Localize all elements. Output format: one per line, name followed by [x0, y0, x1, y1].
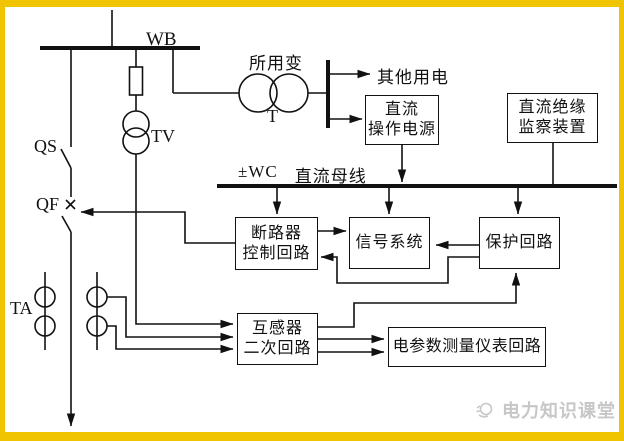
label-ta: TA [10, 298, 33, 318]
watermark-text: 电力知识课堂 [502, 401, 616, 421]
ct-secondary-symbol [86, 272, 108, 350]
ct-lead-upper [107, 296, 234, 342]
box-protection: 保护回路 [479, 217, 560, 269]
label-qs: QS [34, 136, 58, 156]
watermark-logo-icon [476, 402, 493, 418]
qf-breaker-symbol [61, 199, 76, 233]
box-signal-system: 信号系统 [349, 217, 430, 269]
box-dc-operating-power-line2: 操作电源 [367, 121, 436, 138]
box-measurement: 电参数测量仪表回路 [388, 327, 546, 367]
box-protection-line1: 保护回路 [485, 234, 554, 252]
label-station-transformer: 所用变 [249, 54, 303, 73]
label-tv: TV [151, 126, 175, 146]
dc-busbar-label: ±WC 直流母线 [238, 162, 367, 187]
box-transformer-secondary-line2: 二次回路 [243, 340, 312, 357]
box-breaker-control-line1: 断路器 [250, 224, 302, 242]
qs-disconnector-blade [60, 148, 72, 169]
tv-branch [122, 50, 234, 329]
watermark: 电力知识课堂 [474, 397, 616, 423]
dc-busbar-code: ±WC [238, 162, 278, 181]
box-breaker-control: 断路器 控制回路 [235, 217, 318, 270]
label-wb: WB [146, 29, 177, 50]
box-dc-insulation-monitor-line1: 直流绝缘 [518, 99, 587, 117]
breaker-trip-line [80, 207, 235, 244]
label-qf: QF [36, 194, 60, 214]
box-transformer-secondary-line1: 互感器 [251, 320, 303, 338]
station-transformer-branch [172, 50, 326, 113]
box-transformer-secondary: 互感器 二次回路 [237, 313, 318, 365]
ta-symbol [34, 272, 56, 350]
ct-lead-lower [107, 325, 234, 354]
protection-to-control-line [320, 252, 479, 284]
box-signal-system-line1: 信号系统 [355, 234, 424, 252]
tv-symbol [122, 110, 150, 155]
box-breaker-control-line2: 控制回路 [242, 244, 311, 262]
fuse-symbol [128, 66, 144, 96]
box-measurement-line1: 电参数测量仪表回路 [392, 338, 542, 356]
box-dc-operating-power: 直流 操作电源 [365, 95, 439, 145]
label-t: T [267, 106, 278, 126]
box-dc-operating-power-line1: 直流 [384, 101, 419, 119]
box-dc-insulation-monitor: 直流绝缘 监察装置 [507, 93, 598, 143]
label-other-loads: 其他用电 [377, 68, 449, 87]
tv-secondary-line [135, 154, 234, 329]
dc-busbar-name: 直流母线 [294, 167, 367, 186]
box-dc-insulation-monitor-line2: 监察装置 [518, 119, 587, 136]
secondary-to-protection-line [318, 272, 521, 328]
feeder-line [60, 50, 76, 427]
